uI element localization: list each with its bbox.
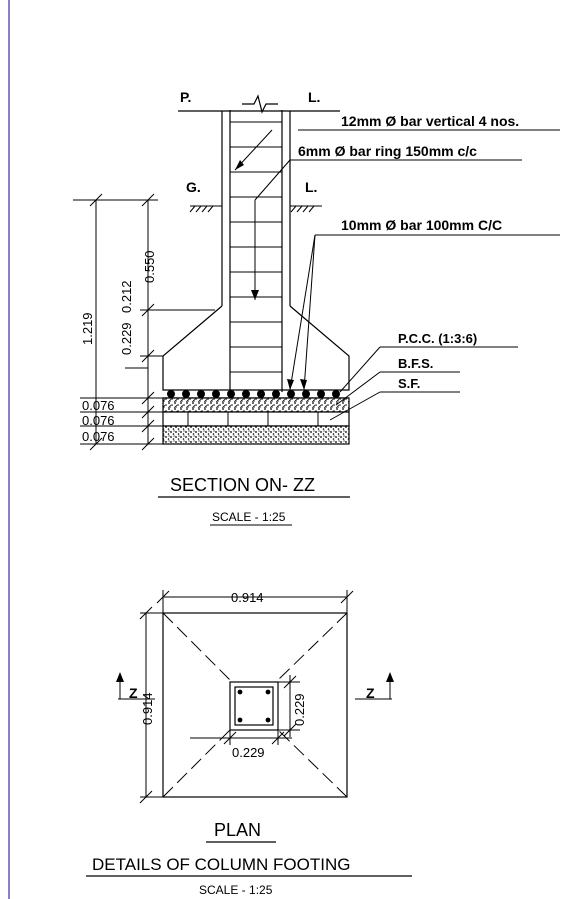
footing-outline bbox=[162, 305, 350, 391]
plan-dimension-lines bbox=[118, 590, 392, 804]
sf-layer bbox=[162, 425, 350, 445]
plinth-right-label: L. bbox=[308, 89, 320, 105]
dim-layer1-label: 0.076 bbox=[82, 398, 115, 413]
plan-diagonals bbox=[162, 612, 348, 798]
arrowheads bbox=[235, 160, 307, 390]
sf-note: S.F. bbox=[398, 376, 420, 391]
leader-lines bbox=[234, 129, 560, 421]
bfs-joints bbox=[187, 412, 319, 426]
dimension-lines bbox=[73, 193, 215, 451]
footing-plan-outline bbox=[162, 612, 348, 798]
plan-title: PLAN bbox=[214, 820, 261, 840]
vertical-bar-note: 12mm Ø bar vertical 4 nos. bbox=[341, 113, 519, 129]
ground-marks bbox=[189, 205, 322, 213]
section-scale: SCALE - 1:25 bbox=[212, 510, 286, 524]
dim-upper-label: 0.550 bbox=[142, 250, 157, 283]
column-width-label: 0.229 bbox=[232, 745, 265, 760]
pcc-note: P.C.C. (1:3:6) bbox=[398, 331, 477, 346]
cut-z-left-label: Z bbox=[129, 685, 138, 701]
column-plan-ring bbox=[234, 686, 274, 726]
section-title: SECTION ON- ZZ bbox=[170, 475, 315, 495]
dim-layer2-label: 0.076 bbox=[82, 413, 115, 428]
bfs-layer bbox=[162, 411, 350, 427]
dim-slope-label: 0.212 bbox=[119, 280, 134, 313]
plan-width-label: 0.914 bbox=[231, 590, 264, 605]
ring-stirrups bbox=[230, 121, 282, 373]
sheet-title: DETAILS OF COLUMN FOOTING bbox=[92, 855, 350, 874]
plinth-left-label: P. bbox=[180, 89, 191, 105]
sheet-border bbox=[8, 0, 10, 899]
column-height-label: 0.229 bbox=[292, 693, 307, 726]
dim-total-label: 1.219 bbox=[80, 312, 95, 345]
column-plan-outer bbox=[229, 681, 279, 731]
mesh-note: 10mm Ø bar 100mm C/C bbox=[341, 217, 502, 233]
cut-z-right-label: Z bbox=[366, 685, 375, 701]
break-symbol bbox=[242, 94, 278, 114]
mesh-bars bbox=[167, 390, 340, 398]
column-plan-bars bbox=[237, 689, 271, 723]
sheet-scale: SCALE - 1:25 bbox=[199, 883, 273, 897]
cut-arrows bbox=[116, 672, 394, 682]
bfs-note: B.F.S. bbox=[398, 356, 433, 371]
section-view bbox=[73, 94, 560, 451]
ring-note: 6mm Ø bar ring 150mm c/c bbox=[298, 143, 477, 159]
dim-layer3-label: 0.076 bbox=[82, 429, 115, 444]
ground-right-label: L. bbox=[305, 179, 317, 195]
plan-height-label: 0.914 bbox=[140, 692, 155, 725]
dim-base-label: 0.229 bbox=[119, 322, 134, 355]
ground-left-label: G. bbox=[186, 179, 201, 195]
pcc-layer bbox=[162, 397, 350, 413]
plan-view bbox=[116, 590, 394, 804]
